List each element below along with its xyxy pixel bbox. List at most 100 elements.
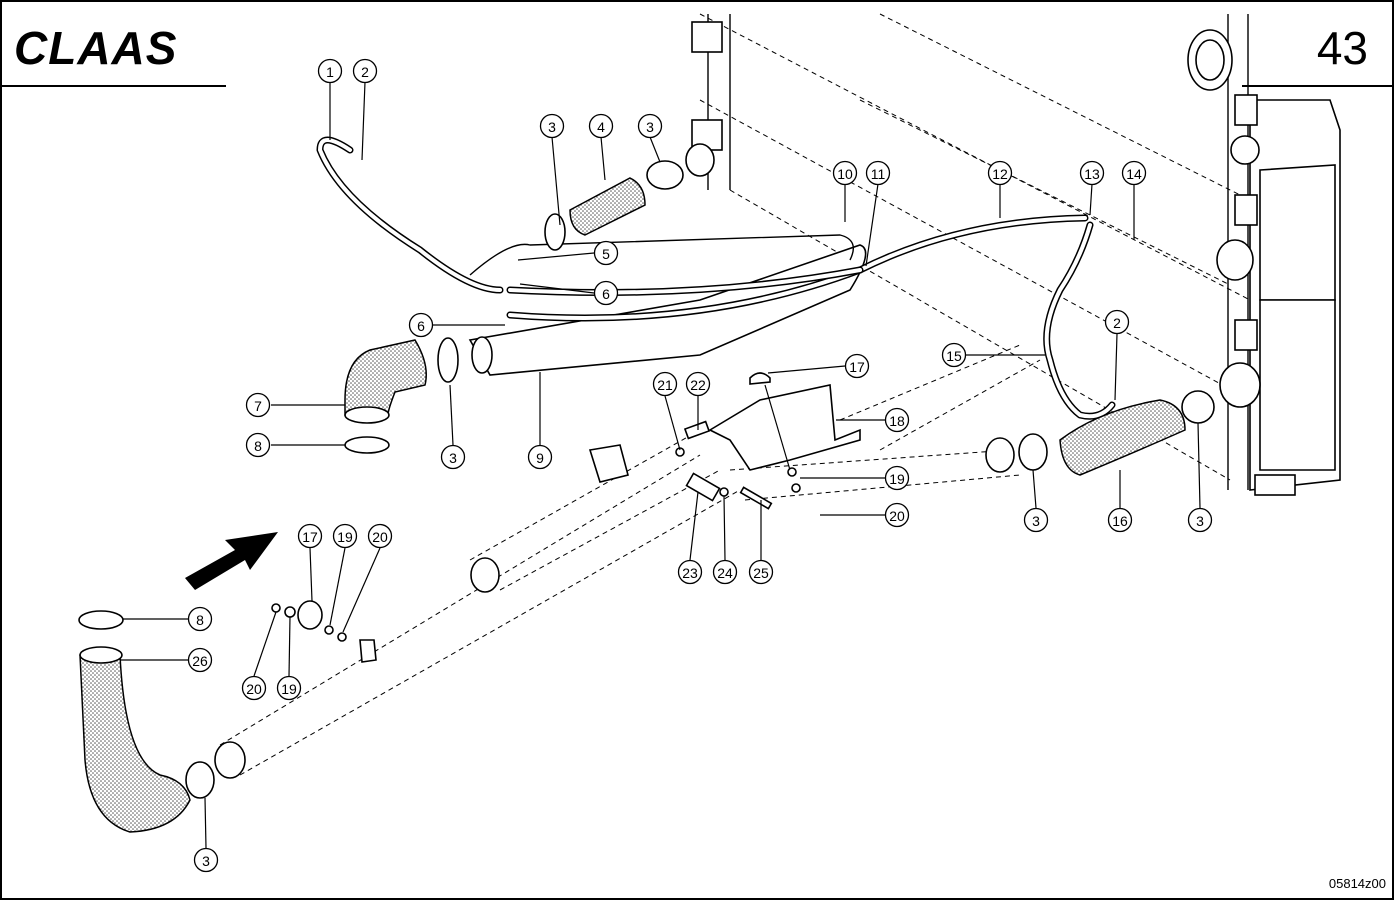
callout-label: 5 [602,246,610,262]
callout-circle [593,240,619,266]
callout-19: 19 [332,523,358,549]
hose-26 [78,610,215,833]
intercooler-pipe [468,234,867,376]
callout-1: 1 [317,58,343,84]
callout-label: 3 [548,119,556,135]
callout-25: 25 [748,559,774,585]
callout-11: 11 [865,160,891,186]
callout-label: 16 [1112,513,1128,529]
callout-circle [297,523,323,549]
callout-label: 17 [302,529,318,545]
callout-circle [884,407,910,433]
callout-circle [832,160,858,186]
callout-circle [941,342,967,368]
callout-label: 3 [449,450,457,466]
callout-circle [317,58,343,84]
callout-17: 17 [297,523,323,549]
callout-circle [884,502,910,528]
callout-23: 23 [677,559,703,585]
callout-label: 25 [753,565,769,581]
hose-7-elbow [344,337,459,454]
callout-label: 19 [889,471,905,487]
callout-circle [187,647,213,673]
callout-circle [844,353,870,379]
callout-label: 20 [246,681,262,697]
callout-circle [884,465,910,491]
callout-14: 14 [1121,160,1147,186]
callout-label: 26 [192,653,208,669]
callout-label: 3 [1032,513,1040,529]
callout-circle [1107,507,1133,533]
callout-label: 10 [837,166,853,182]
callout-13: 13 [1079,160,1105,186]
callout-label: 22 [690,377,706,393]
callout-circle [685,371,711,397]
callout-circle [712,559,738,585]
hose-16 [1018,390,1215,476]
callout-circle [245,392,271,418]
drawing-id: 05814z00 [1329,876,1386,891]
callout-18: 18 [884,407,910,433]
callout-17: 17 [844,353,870,379]
callout-circle [245,432,271,458]
callout-22: 22 [685,371,711,397]
callout-3: 3 [440,444,466,470]
hose-4 [544,143,715,251]
callout-label: 9 [536,450,544,466]
callout-circle [748,559,774,585]
callout-6: 6 [593,280,619,306]
callout-label: 3 [1196,513,1204,529]
callout-26: 26 [187,647,213,673]
callout-label: 19 [337,529,353,545]
callout-circle [1187,507,1213,533]
callout-20: 20 [241,675,267,701]
callout-3: 3 [1023,507,1049,533]
callout-label: 6 [417,318,425,334]
callout-label: 21 [657,377,673,393]
callout-3: 3 [1187,507,1213,533]
callout-circle [332,523,358,549]
callout-circle [367,523,393,549]
callout-label: 2 [361,64,369,80]
callout-circle [187,606,213,632]
callout-circle [1104,309,1130,335]
callout-7: 7 [245,392,271,418]
callout-label: 8 [196,612,204,628]
callout-circle [652,371,678,397]
callout-label: 4 [597,119,605,135]
callout-circle [527,444,553,470]
bracket-18 [675,372,861,510]
callout-circle [865,160,891,186]
callout-15: 15 [941,342,967,368]
callout-circle [440,444,466,470]
callout-label: 23 [682,565,698,581]
callout-5: 5 [593,240,619,266]
callout-label: 2 [1113,315,1121,331]
callout-9: 9 [527,444,553,470]
callout-circle [352,58,378,84]
callout-label: 1 [326,64,334,80]
callout-circle [677,559,703,585]
callout-6: 6 [408,312,434,338]
callout-circle [637,113,663,139]
callout-circle [408,312,434,338]
callout-label: 6 [602,286,610,302]
callout-21: 21 [652,371,678,397]
charge-air-pipe-outline [214,344,1041,779]
leader-lines [120,81,1201,849]
page-number: 43 [1317,22,1368,74]
callout-4: 4 [588,113,614,139]
callout-12: 12 [987,160,1013,186]
callout-2: 2 [352,58,378,84]
callout-3: 3 [193,847,219,873]
callout-16: 16 [1107,507,1133,533]
callout-3: 3 [637,113,663,139]
callout-label: 11 [871,166,886,182]
callout-circle [593,280,619,306]
callout-circle [1121,160,1147,186]
coolant-lines [316,136,1116,420]
